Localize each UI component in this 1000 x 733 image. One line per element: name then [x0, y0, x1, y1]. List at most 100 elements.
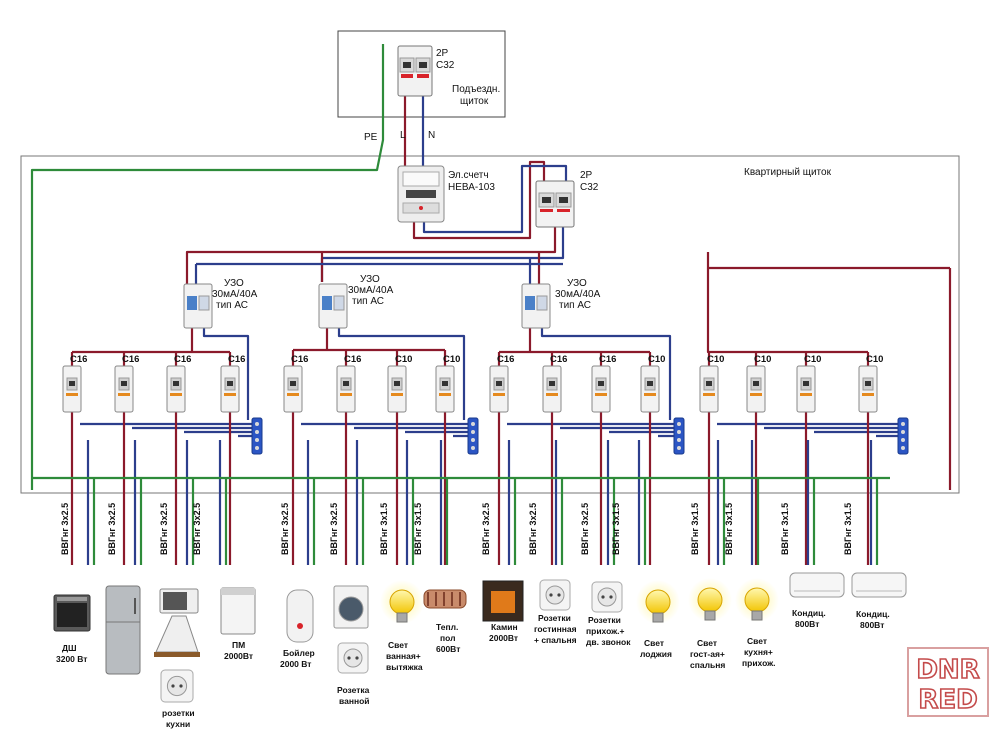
cable-16-label: ВВГнг 3х1.5 [843, 503, 853, 555]
breaker-13-lever [706, 381, 712, 386]
living-light-bulb-icon-glass [697, 587, 723, 613]
appliance-6-line3: вытяжка [386, 662, 423, 672]
washer-drum [338, 596, 364, 622]
cable-4-label: ВВГнг 3х2.5 [192, 503, 202, 555]
breaker-4-lever [227, 381, 233, 386]
breaker-1-lever [69, 381, 75, 386]
breaker-3-flag [170, 393, 182, 396]
appliance-13-line2: кухня+ [744, 647, 773, 657]
breaker-9-rating: C16 [497, 354, 514, 365]
loggia-light-bulb-icon-base [652, 612, 664, 623]
breaker-14-lever [753, 381, 759, 386]
rcd-1 [183, 283, 213, 329]
devices [62, 283, 909, 455]
breaker-13-flag [703, 393, 715, 396]
pe-main-wire [30, 44, 385, 490]
appliance-2-line1: розетки [162, 708, 195, 718]
breaker-15 [796, 365, 816, 413]
breaker-5-lever [290, 381, 296, 386]
breaker-2-rating: C16 [122, 354, 139, 365]
rcd-3-lever [525, 296, 535, 310]
appliance-5-line2: ванной [339, 696, 370, 706]
bathroom-socket-icon-pin-r [355, 656, 359, 660]
meter-label-2: НЕВА-103 [448, 182, 495, 193]
appliance-12-line3: спальня [690, 660, 725, 670]
appliance-icons [53, 572, 907, 703]
breaker-16-flag [862, 393, 874, 396]
neutral-terminal-3-screw [677, 422, 681, 426]
rcd-1-test-window [198, 295, 210, 311]
breaker-2 [114, 365, 134, 413]
fireplace-icon [482, 580, 524, 622]
l-label: L [400, 130, 406, 141]
breaker-10-flag [546, 393, 558, 396]
watermark-logo: DNR RED [907, 647, 989, 717]
appliance-13-line1: Свет [747, 636, 767, 646]
cable-8-label: ВВГнг 3х1.5 [413, 503, 423, 555]
bathroom-light-bulb-icon [380, 580, 424, 624]
breaker-10-rating: C16 [550, 354, 567, 365]
phase-to-group-4 [706, 252, 950, 270]
apartment-panel-frame [20, 155, 960, 494]
appliance-14-line2: 800Вт [795, 619, 819, 629]
cable-11-label: ВВГнг 3х2.5 [580, 503, 590, 555]
rcd-1-rating: 30мА/40А [212, 289, 258, 300]
breaker-8-rating: C10 [443, 354, 460, 365]
main-breaker-poles: 2P [580, 170, 593, 181]
breaker-5 [283, 365, 303, 413]
kitchen-socket-icon-face [166, 675, 188, 697]
rcd-2-type: тип АС [352, 296, 384, 307]
living-socket-icon-face [545, 585, 565, 605]
breaker-6-lever [343, 381, 349, 386]
breaker-6-flag [340, 393, 352, 396]
appliance-9-line2: гостинная [534, 624, 577, 634]
cable-2-label: ВВГнг 3х2.5 [107, 503, 117, 555]
hall-socket-icon-pin-l [601, 595, 605, 599]
breaker-8 [435, 365, 455, 413]
hall-socket-icon-face [597, 587, 617, 607]
appliance-10-line2: прихож.+ [586, 626, 625, 636]
breaker-12-lever [647, 381, 653, 386]
entry-breaker [397, 45, 433, 97]
hood-body [155, 615, 199, 653]
cable-1-label: ВВГнг 3х2.5 [60, 503, 70, 555]
breaker-7-rating: C10 [395, 354, 412, 365]
neutral-terminal-1-screw [255, 422, 259, 426]
bathroom-socket-icon-pin-l [347, 656, 351, 660]
appliance-5-line1: Розетка [337, 685, 370, 695]
rcd-2-name: УЗО [360, 274, 380, 285]
rcd-2-neutral-out [337, 326, 466, 420]
breaker-4 [220, 365, 240, 413]
appliance-15-line2: 800Вт [860, 620, 884, 630]
hood-icon [154, 615, 200, 657]
breaker-13-rating: C10 [707, 354, 724, 365]
living-light-bulb-icon [688, 578, 732, 622]
meter-label-1: Эл.счетч [448, 170, 489, 181]
hall-socket-icon-pin-r [609, 595, 613, 599]
living-socket-icon-pin-l [549, 593, 553, 597]
neutral-terminal-3-body [673, 417, 685, 455]
breaker-8-flag [439, 393, 451, 396]
microwave-icon [159, 588, 199, 614]
neutral-terminal-2-screw [471, 438, 475, 442]
rcd-1-lever [187, 296, 197, 310]
watermark-line-2: RED [918, 685, 977, 715]
appliance-3-line2: 2000Вт [224, 651, 253, 661]
boiler-icon [286, 589, 314, 643]
rcd-2-test-window [333, 295, 345, 311]
kitchen-socket-icon-pin-l [171, 684, 175, 688]
appliance-12-line1: Свет [697, 638, 717, 648]
appliance-10-line3: дв. звонок [586, 637, 631, 647]
appliance-4-line1: Бойлер [283, 648, 315, 658]
breaker-7-lever [394, 381, 400, 386]
wires [30, 44, 952, 565]
breaker-10 [542, 365, 562, 413]
ac-body-2 [851, 572, 907, 598]
cable-9-label: ВВГнг 3х2.5 [481, 503, 491, 555]
appliance-8-line1: Камин [491, 622, 518, 632]
appliance-8-line2: 2000Вт [489, 633, 518, 643]
neutral-terminal-3-screw [677, 446, 681, 450]
breaker-5-rating: C16 [291, 354, 308, 365]
apartment-panel-title: Квартирный щиток [744, 167, 832, 178]
